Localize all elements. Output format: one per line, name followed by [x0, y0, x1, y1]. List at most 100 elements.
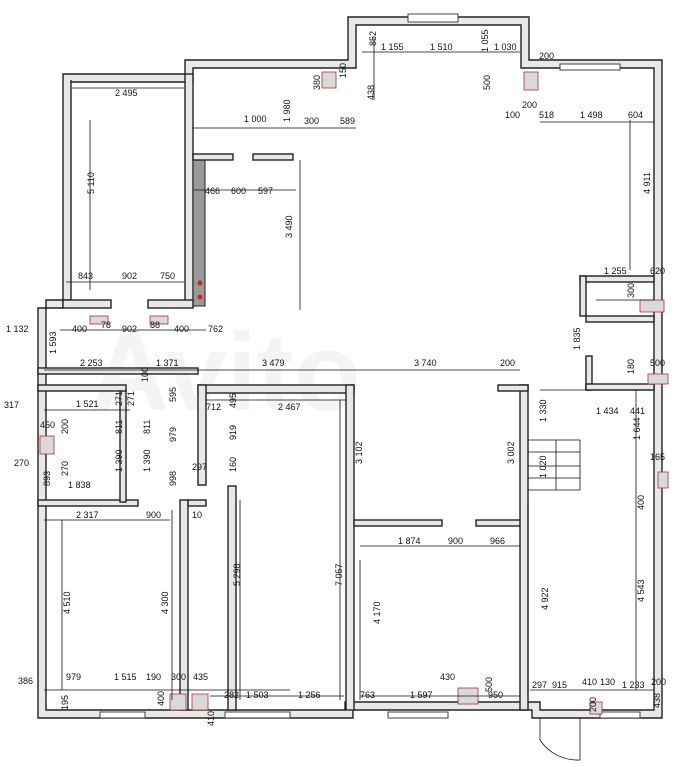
dim-label: 400 — [174, 324, 189, 334]
window — [99, 711, 146, 719]
window — [599, 711, 641, 719]
dim-label: 4 170 — [372, 601, 382, 624]
dim-label: 500 — [482, 75, 492, 90]
dim-label: 3 479 — [262, 358, 285, 368]
dim-label: 998 — [168, 471, 178, 486]
dim-label: 438 — [366, 85, 376, 100]
dim-label: 1 434 — [596, 406, 619, 416]
dim-label: 400 — [156, 691, 166, 706]
dim-label: 950 — [488, 690, 503, 700]
wall-segment — [192, 153, 234, 161]
dim-label: 1 330 — [538, 399, 548, 422]
window — [407, 13, 459, 23]
dim-label: 500 — [650, 358, 665, 368]
dim-label: 160 — [228, 457, 238, 472]
riser — [639, 299, 665, 313]
dim-label: 1 233 — [622, 680, 645, 690]
entrance-stairs — [528, 439, 581, 761]
dim-label: 1 980 — [282, 99, 292, 122]
wall-segment — [475, 519, 527, 527]
dim-label: 300 — [171, 672, 186, 682]
dim-label: 750 — [160, 271, 175, 281]
wall-segment — [37, 384, 127, 392]
dim-label: 297 — [192, 462, 207, 472]
dim-label: 1 155 — [381, 42, 404, 52]
dim-label: 180 — [626, 359, 636, 374]
dimension-labels: 852 1 155 1 510 1 055 1 030 200 380 150 … — [4, 29, 666, 726]
inner-walls — [37, 73, 655, 711]
door-swing — [539, 718, 581, 761]
dim-label: 712 — [206, 402, 221, 412]
dim-label: 165 — [650, 452, 665, 462]
wall-segment — [62, 299, 112, 309]
dim-label: 200 — [651, 677, 666, 687]
dim-label: 4 911 — [642, 172, 652, 194]
dim-label: 200 — [522, 100, 537, 110]
dim-label: 763 — [360, 690, 375, 700]
dim-label: 1 597 — [410, 690, 433, 700]
dimension-lines — [44, 38, 654, 700]
dim-label: 902 — [122, 271, 137, 281]
dim-label: 10 — [192, 510, 202, 520]
dim-label: 915 — [552, 680, 567, 690]
dim-label: 495 — [228, 393, 238, 408]
dim-label: 150 — [338, 63, 348, 78]
dim-label: 900 — [448, 536, 463, 546]
dim-label: 1 644 — [632, 417, 642, 440]
dim-label: 979 — [168, 427, 178, 442]
dim-label: 100 — [140, 367, 150, 382]
dim-label: 317 — [4, 400, 19, 410]
wall-segment — [187, 499, 207, 507]
dim-label: 1 255 — [604, 266, 627, 276]
riser-dot — [197, 294, 203, 300]
riser — [39, 435, 55, 455]
window — [559, 63, 621, 71]
dim-label: 441 — [630, 406, 645, 416]
window — [224, 711, 291, 719]
dim-label: 843 — [78, 271, 93, 281]
wall-segment — [197, 384, 355, 394]
dim-label: 893 — [42, 471, 52, 486]
dim-label: 1 838 — [68, 480, 91, 490]
dim-label: 386 — [18, 676, 33, 686]
dim-label: 271 — [114, 391, 124, 406]
dim-label: 1 835 — [572, 327, 582, 350]
wall-segment — [579, 275, 587, 317]
dim-label: 3 102 — [354, 441, 364, 464]
dim-label: 4 510 — [62, 591, 72, 614]
dim-label: 500 — [484, 677, 494, 692]
dim-label: 4 300 — [160, 591, 170, 614]
riser — [589, 701, 603, 715]
wall-segment — [345, 384, 355, 711]
dim-label: 270 — [14, 458, 29, 468]
dim-label: 762 — [208, 324, 223, 334]
dim-label: 430 — [440, 672, 455, 682]
dim-label: 1 521 — [76, 399, 99, 409]
dim-label: 3 740 — [414, 358, 437, 368]
dim-label: 1 030 — [494, 42, 517, 52]
dim-label: 190 — [146, 672, 161, 682]
dim-label: 2 467 — [278, 402, 301, 412]
dim-label: 1 371 — [156, 358, 179, 368]
window — [387, 711, 449, 719]
riser-dot — [197, 280, 203, 286]
riser — [89, 315, 109, 325]
wall-segment — [252, 153, 294, 161]
dim-label: 589 — [340, 116, 355, 126]
dim-label: 297 — [532, 680, 547, 690]
dim-label: 2 253 — [80, 358, 103, 368]
dim-label: 979 — [66, 672, 81, 682]
dim-label: 3 490 — [284, 215, 294, 238]
wall-segment — [227, 485, 237, 711]
dim-label: 78 — [101, 320, 111, 330]
wall-segment — [497, 384, 529, 392]
wall-segment — [585, 383, 655, 391]
dim-label: 604 — [628, 110, 643, 120]
dim-label: 410 — [582, 677, 597, 687]
dim-label: 1 055 — [480, 29, 490, 52]
dim-label: 4 543 — [636, 579, 646, 602]
riser — [523, 71, 539, 91]
dim-label: 1 132 — [6, 324, 29, 334]
